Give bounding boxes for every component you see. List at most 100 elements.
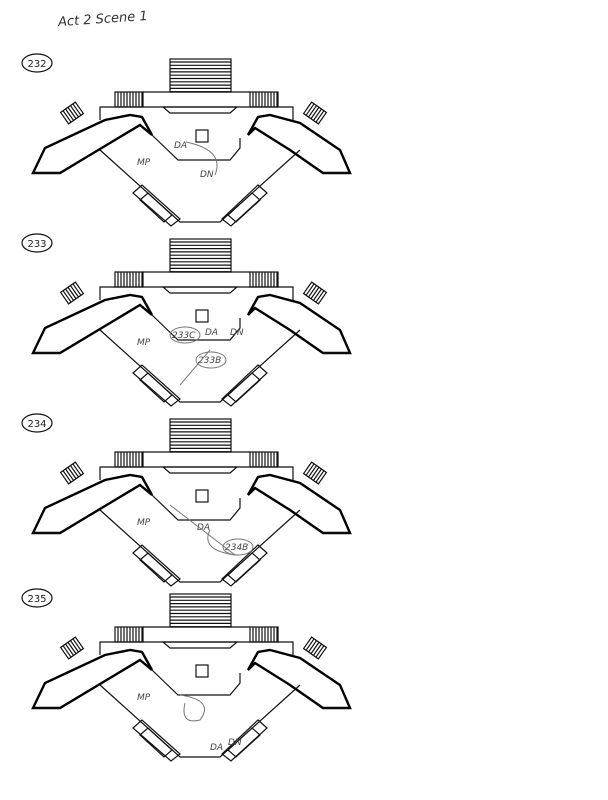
blocking-label-dn: DN xyxy=(230,328,244,338)
downstage-right-unit xyxy=(221,184,268,227)
wing-stairs xyxy=(59,281,85,305)
blocking-label-da: DA xyxy=(174,141,187,151)
blocking-label-circ2: 233B xyxy=(198,356,221,366)
blocking-label-dn: DN xyxy=(200,170,214,180)
cue-circle xyxy=(21,233,53,253)
stair-tread xyxy=(67,286,77,300)
stair-tread xyxy=(312,108,322,121)
cue-circle-annotation xyxy=(222,538,254,556)
stage-floor xyxy=(99,684,301,758)
wing-stairs xyxy=(59,461,85,485)
stair-tread xyxy=(308,640,318,653)
center-box xyxy=(195,129,209,143)
cue-number: 233 xyxy=(27,239,46,250)
movement-arrow xyxy=(169,504,237,556)
stair-tread xyxy=(305,638,315,651)
cue-circle-annotation xyxy=(169,326,201,344)
stair-tread xyxy=(315,645,325,658)
downstage-right-unit xyxy=(221,364,268,407)
stair-tread xyxy=(310,466,320,480)
wing-stairs xyxy=(59,101,85,125)
blocking-label-circ2: 234B xyxy=(225,543,248,553)
cue-circle-annotation xyxy=(195,351,227,369)
left-wing xyxy=(31,293,154,355)
center-box xyxy=(195,664,209,678)
stair-tread xyxy=(72,638,82,651)
blocking-label-mp: MP xyxy=(137,518,151,528)
right-wing xyxy=(246,293,352,355)
blocking-label-da: DA xyxy=(205,328,218,338)
downstage-left-unit xyxy=(132,184,181,227)
blocking-label-da: DA xyxy=(210,743,223,753)
left-wing xyxy=(31,473,154,535)
stair-tread xyxy=(69,465,79,478)
stair-tread xyxy=(310,641,320,655)
stair-block xyxy=(59,461,85,485)
right-wing xyxy=(246,473,352,535)
stair-tread xyxy=(65,468,75,481)
movement-arrow xyxy=(179,694,205,722)
downstage-right-unit xyxy=(227,192,261,223)
platform-lip xyxy=(161,641,239,649)
stair-tread xyxy=(69,640,79,653)
cue-circle xyxy=(21,588,53,608)
stair-tread xyxy=(65,643,75,656)
stage-floor xyxy=(99,509,301,583)
stair-tread xyxy=(315,110,325,123)
downstage-left-unit xyxy=(132,364,181,407)
cue-number: 234 xyxy=(27,419,46,430)
stair-tread xyxy=(67,106,77,120)
blocking-label-dn: DN xyxy=(228,738,242,748)
blocking-label-mp: MP xyxy=(137,693,151,703)
center-step xyxy=(151,494,241,521)
blocking-label-mp: MP xyxy=(137,338,151,348)
stair-tread xyxy=(308,285,318,298)
stair-tread xyxy=(315,290,325,303)
stair-tread xyxy=(305,103,315,116)
platform-lip xyxy=(161,106,239,114)
stair-tread xyxy=(67,466,77,480)
downstage-right-unit xyxy=(227,372,261,403)
stair-tread xyxy=(72,103,82,116)
blocking-label-mp: MP xyxy=(137,158,151,168)
wing-stairs xyxy=(302,101,328,125)
cue-circle xyxy=(21,53,53,73)
left-wing xyxy=(31,648,154,710)
downstage-left-unit xyxy=(139,192,173,223)
stair-block xyxy=(302,461,328,485)
stair-tread xyxy=(310,286,320,300)
blocking-label-circ1: 233C xyxy=(172,331,196,341)
platform-lip xyxy=(161,466,239,474)
stair-block xyxy=(302,101,328,125)
stair-tread xyxy=(65,108,75,121)
stair-block xyxy=(59,281,85,305)
stair-block xyxy=(302,636,328,660)
stair-block xyxy=(59,636,85,660)
stair-tread xyxy=(72,283,82,296)
stair-tread xyxy=(312,288,322,301)
downstage-left-unit xyxy=(132,544,181,587)
cue-number: 232 xyxy=(27,59,46,70)
center-step xyxy=(151,669,241,696)
wing-stairs xyxy=(59,636,85,660)
right-wing xyxy=(246,113,352,175)
platform-lip xyxy=(161,286,239,294)
movement-arrow xyxy=(179,349,211,386)
wing-stairs xyxy=(302,461,328,485)
stair-tread xyxy=(305,463,315,476)
downstage-left-unit xyxy=(132,719,181,762)
stair-block xyxy=(302,281,328,305)
downstage-left-unit xyxy=(139,552,173,583)
downstage-left-unit xyxy=(139,372,173,403)
stair-tread xyxy=(65,288,75,301)
stair-tread xyxy=(315,470,325,483)
stair-tread xyxy=(310,106,320,120)
blocking-label-da: DA xyxy=(197,523,210,533)
stair-tread xyxy=(62,290,72,303)
downstage-right-unit xyxy=(227,727,261,758)
